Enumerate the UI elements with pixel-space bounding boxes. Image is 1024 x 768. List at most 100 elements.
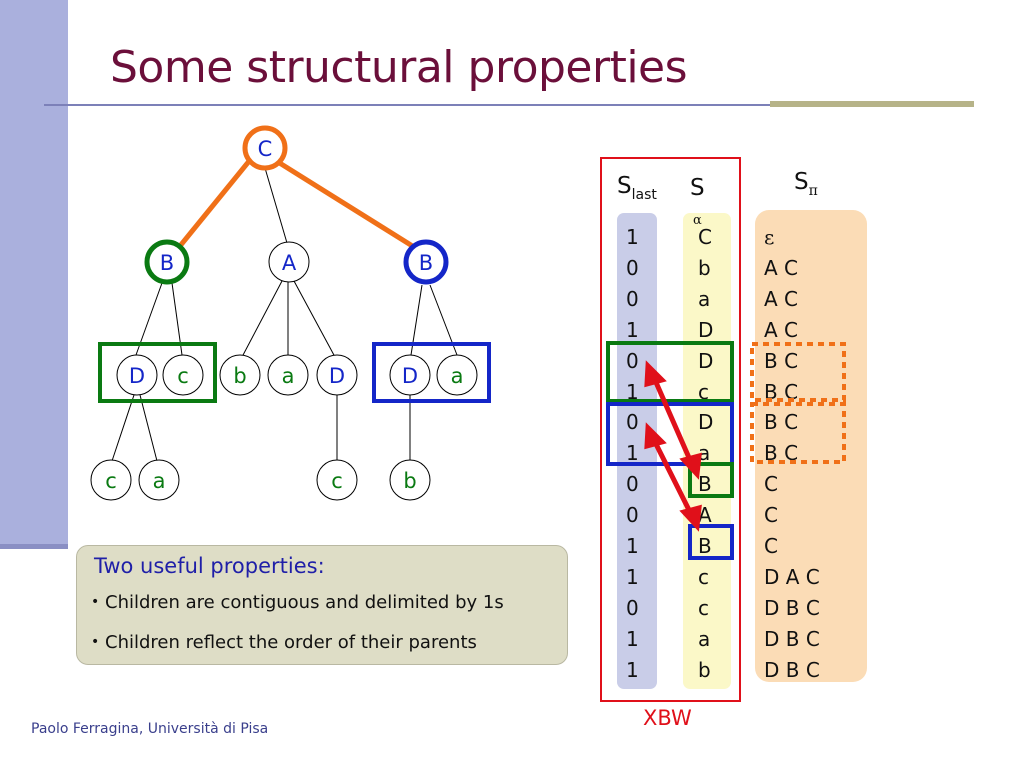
spi-cell: D B C	[764, 626, 820, 651]
bullet-icon: •	[91, 634, 100, 650]
s-cell: D	[698, 317, 714, 342]
slast-cell: 1	[626, 379, 639, 404]
slast-cell: 1	[626, 657, 639, 682]
edge-c-b2-orange	[276, 159, 416, 250]
red-arrow-1-shaft	[652, 378, 693, 462]
xbw-blue-parent-box	[688, 524, 734, 560]
spi-cell: D B C	[764, 595, 820, 620]
spi-header: Sπ	[794, 169, 818, 199]
properties-box: Two useful properties: •Children are con…	[76, 545, 568, 665]
green-children-box	[98, 342, 217, 403]
s-cell: c	[698, 564, 709, 589]
spi-cell: A C	[764, 317, 799, 342]
xbw-green-group-box	[606, 341, 734, 403]
spi-cell: ε	[764, 225, 775, 249]
spi-cell: C	[764, 472, 778, 497]
s-cell: a	[698, 626, 711, 651]
left-accent-bar-edge	[0, 544, 68, 549]
slast-cell: 0	[626, 595, 639, 620]
left-accent-bar	[0, 0, 68, 548]
slast-column-bg	[617, 213, 657, 689]
s-cell: a	[698, 286, 711, 311]
node-l3-3-label: b	[403, 469, 416, 493]
node-l3-2-label: c	[331, 469, 343, 493]
node-l3-1-label: a	[153, 469, 166, 493]
edge-a-d	[293, 280, 336, 358]
spi-cell: A C	[764, 286, 799, 311]
slast-cell: 1	[626, 564, 639, 589]
s-cell: b	[698, 657, 711, 682]
node-l2-4-label: D	[329, 364, 345, 388]
node-l3-2	[316, 459, 358, 501]
red-arrow-1-head-bottom	[679, 452, 702, 480]
node-l2-5-label: D	[402, 364, 418, 388]
slast-cell: 0	[626, 410, 639, 435]
spi-cell: C	[764, 503, 778, 528]
title-underline	[44, 104, 974, 106]
node-l2-3	[267, 354, 309, 396]
node-l2-2	[219, 354, 261, 396]
node-l2-1-label: c	[177, 364, 189, 388]
slast-header: Slast	[617, 173, 657, 203]
node-l2-2-label: b	[233, 364, 246, 388]
node-l1-1	[268, 241, 310, 283]
red-arrow-1-head-top	[644, 360, 667, 388]
slast-cell: 0	[626, 286, 639, 311]
node-l1-2	[403, 239, 449, 285]
xbw-frame	[600, 157, 741, 702]
tree-nodes: C B A B D c b a D D a c a c b	[90, 125, 478, 501]
s-cell: A	[698, 503, 712, 528]
slast-cell: 1	[626, 441, 639, 466]
node-l2-0-label: D	[129, 364, 145, 388]
node-l3-1	[138, 459, 180, 501]
node-l2-6	[436, 354, 478, 396]
node-l3-0-label: c	[105, 469, 117, 493]
property-item-text: Children reflect the order of their pare…	[105, 632, 477, 653]
spi-cell: B C	[764, 410, 799, 435]
red-arrow-2-head-top	[644, 422, 667, 450]
edge-a-b	[241, 280, 283, 358]
node-l3-3	[389, 459, 431, 501]
s-cell: C	[698, 225, 712, 249]
s-cell: B	[698, 534, 712, 558]
title-underline-accent	[770, 101, 974, 107]
property-item: •Children are contiguous and delimited b…	[91, 592, 504, 613]
edge-c-b-orange	[178, 158, 252, 248]
footer-author: Paolo Ferragina, Università di Pisa	[31, 721, 269, 737]
spi-cell: B C	[764, 348, 799, 373]
edge-d-a	[139, 394, 158, 462]
spi-column-bg	[755, 210, 867, 682]
node-l1-0-label: B	[160, 251, 174, 275]
s-cell: D	[698, 410, 714, 435]
slast-cell: 0	[626, 255, 639, 280]
s-cell: b	[698, 255, 711, 280]
node-l1-0	[144, 239, 190, 285]
node-l2-0	[116, 354, 158, 396]
node-l1-2-label: B	[419, 251, 433, 275]
property-item: • Children reflect the order of their par…	[91, 632, 477, 653]
spi-orange-dotted-box-1	[750, 342, 846, 402]
node-l2-1	[162, 354, 204, 396]
slast-cell: 0	[626, 503, 639, 528]
node-l3-0	[90, 459, 132, 501]
node-l2-3-label: a	[282, 364, 295, 388]
s-cell: D	[698, 348, 714, 373]
spi-cell: D B C	[764, 657, 820, 682]
s-column-bg	[683, 213, 731, 689]
red-arrow-2-shaft	[652, 440, 693, 514]
tree-edges	[111, 167, 458, 462]
node-root	[242, 125, 288, 171]
red-arrow-2-head-bottom	[679, 504, 702, 532]
spi-orange-dotted-box-2	[750, 402, 846, 464]
slast-cell: 1	[626, 225, 639, 249]
node-l2-6-label: a	[451, 364, 464, 388]
xbw-green-parent-box	[688, 462, 734, 498]
alpha-mark: α	[693, 213, 702, 228]
s-cell: c	[698, 379, 709, 404]
slast-cell: 0	[626, 348, 639, 373]
blue-children-box	[372, 342, 491, 403]
edge-d-c	[111, 394, 135, 462]
s-cell: B	[698, 472, 712, 497]
orange-edges	[178, 158, 416, 250]
